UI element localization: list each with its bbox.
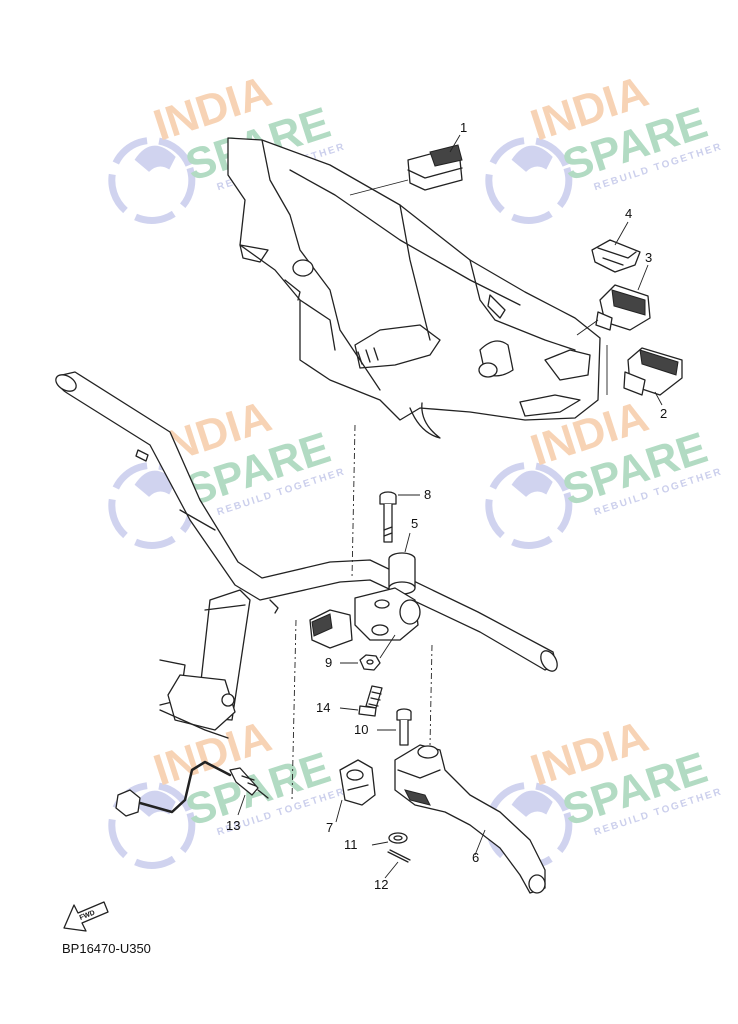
- leader-line: [474, 829, 486, 856]
- lever-holder-clamp: [309, 587, 421, 649]
- leader-line: [371, 841, 389, 846]
- leader-line: [404, 532, 411, 553]
- dash-leader: [291, 619, 297, 801]
- leader-line: [379, 634, 396, 659]
- bolt-part-10: [396, 708, 412, 746]
- watermark-logo: INDIA SPARE REBUILD TOGETHER: [108, 392, 347, 549]
- dash-leader: [429, 644, 433, 746]
- callout-8: 8: [424, 487, 431, 502]
- leader-line: [576, 319, 599, 336]
- bolt-part-8: [379, 491, 397, 543]
- callout-13: 13: [226, 818, 240, 833]
- callout-14: 14: [316, 700, 330, 715]
- callout-1: 1: [460, 120, 467, 135]
- handlebar-cover: [227, 137, 601, 439]
- leader-line: [349, 179, 409, 196]
- callout-7: 7: [326, 820, 333, 835]
- watermark-logo: INDIA SPARE REBUILD TOGETHER: [485, 67, 724, 224]
- leader-line: [384, 861, 399, 879]
- callout-4: 4: [625, 206, 632, 221]
- switch-cable-part-13: [115, 760, 269, 817]
- steering-stem: [159, 589, 279, 739]
- handlebar: [55, 371, 558, 672]
- leader-line: [614, 221, 629, 246]
- callout-9: 9: [325, 655, 332, 670]
- callout-12: 12: [374, 877, 388, 892]
- lever-part-6: [394, 744, 546, 894]
- leader-line: [637, 264, 649, 291]
- callout-5: 5: [411, 516, 418, 531]
- callout-10: 10: [354, 722, 368, 737]
- pin-part-12: [387, 849, 411, 863]
- callout-3: 3: [645, 250, 652, 265]
- leader-line: [335, 799, 343, 823]
- switch-part-1: [407, 144, 463, 191]
- washer-part-11: [388, 832, 408, 844]
- leader-line: [237, 794, 246, 816]
- leader-line: [339, 707, 359, 711]
- leader-line: [449, 134, 461, 153]
- diagram-code: BP16470-U350: [62, 941, 151, 956]
- nut-part-9: [359, 654, 381, 671]
- holder-part-7: [339, 759, 376, 806]
- fwd-arrow-icon: FWD: [63, 901, 109, 932]
- dash-leader: [351, 424, 356, 579]
- callout-6: 6: [472, 850, 479, 865]
- switch-part-4: [591, 239, 641, 273]
- callout-2: 2: [660, 406, 667, 421]
- callout-11: 11: [344, 837, 358, 852]
- switch-part-3: [595, 284, 651, 331]
- switch-part-2: [623, 347, 683, 396]
- collar-part-5: [388, 552, 416, 595]
- bolt-part-14: [358, 685, 383, 717]
- leader-line: [654, 391, 663, 406]
